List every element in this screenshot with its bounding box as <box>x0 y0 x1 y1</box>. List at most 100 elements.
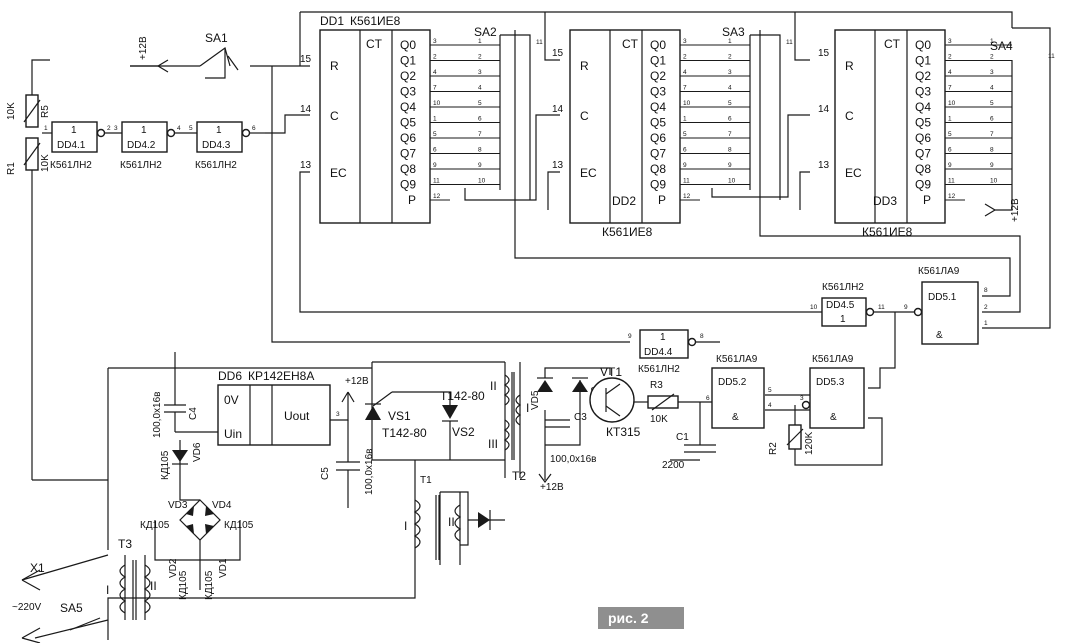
inverter-dd4-4-sym: 1 <box>660 332 666 343</box>
diode-vd5-id: VD5 <box>530 390 541 410</box>
counter-dd1-pin-3: 7 <box>433 85 437 92</box>
counter-dd3-switch-pos-8: 9 <box>990 162 994 169</box>
counter-dd1-pin-c: 14 <box>300 104 312 115</box>
counter-dd1-pin-0: 3 <box>433 38 437 45</box>
counter-dd1-switch-pos-4: 5 <box>478 100 482 107</box>
counter-dd2-out-q0: Q0 <box>650 38 666 52</box>
capacitor-c5-value: 100,0x16в <box>364 449 375 495</box>
counter-dd2-ec: EC <box>580 166 597 180</box>
diode-vd6-id: VD6 <box>192 442 203 462</box>
transformer-t1: T1 I II <box>404 475 505 560</box>
capacitor-c5-id: C5 <box>320 467 331 480</box>
counter-dd3-p-pin: 12 <box>948 193 956 200</box>
transformer-t2-w1: I <box>526 401 529 415</box>
counter-dd1-pin-5: 1 <box>433 116 437 123</box>
nand-dd5-1: DD5.1 & К561ЛА9 8 2 1 9 <box>904 266 988 345</box>
capacitor-c1: C1 2200 <box>662 432 716 471</box>
counter-dd3-pin-7: 6 <box>948 147 952 154</box>
mains-voltage: ~220V <box>12 602 42 613</box>
counter-dd2-out-q8: Q8 <box>650 162 666 176</box>
counter-dd2-switch-pos-5: 6 <box>728 116 732 123</box>
inverter-dd4-1: 1 DD4.1 К561ЛН2 1 2 <box>42 121 111 171</box>
switch-sa4: SA4 11 +12В <box>984 27 1055 222</box>
inverter-dd4-1-sym: 1 <box>71 125 77 136</box>
counter-dd3-pin-2: 4 <box>948 69 952 76</box>
counter-dd3-out-q7: Q7 <box>915 147 931 161</box>
counter-dd2-id: DD2 <box>612 194 636 208</box>
counter-dd3-pin-0: 3 <box>948 38 952 45</box>
inverter-dd4-3-id: DD4.3 <box>202 140 231 151</box>
counter-dd2-out-q5: Q5 <box>650 116 666 130</box>
counter-dd3-switch-pos-3: 4 <box>990 85 994 92</box>
diode-vd1-part: КД105 <box>204 570 215 600</box>
counter-dd1-pin-6: 5 <box>433 131 437 138</box>
counter-dd2-ct: CT <box>622 37 639 51</box>
transformer-t3-id: T3 <box>118 537 132 551</box>
counter-dd2-pin-6: 5 <box>683 131 687 138</box>
nand-dd5-2-pin-a: 5 <box>768 387 772 394</box>
counter-dd1-switch-pos-1: 2 <box>478 54 482 61</box>
counter-dd2-p: P <box>658 193 666 207</box>
switch-sa4-label: SA4 <box>990 39 1013 53</box>
inverter-dd4-5-in-pin: 10 <box>810 304 818 311</box>
nand-dd5-1-pin-a: 8 <box>984 287 988 294</box>
transistor-vt1: VT1 КТ315 <box>589 365 641 439</box>
counter-dd2-pin-0: 3 <box>683 38 687 45</box>
diode-vd4-part: КД105 <box>224 520 254 531</box>
counter-dd3-out-q6: Q6 <box>915 131 931 145</box>
counter-dd2-switch-pos-9: 10 <box>728 178 736 185</box>
switch-sa2-pin: 11 <box>536 39 543 46</box>
counter-dd1-p-pin: 12 <box>433 193 441 200</box>
counter-dd2-pin-3: 7 <box>683 85 687 92</box>
nand-dd5-1-sym: & <box>936 330 943 341</box>
transistor-vt1-part: КТ315 <box>606 425 641 439</box>
counter-dd2-switch-pos-3: 4 <box>728 85 732 92</box>
counter-dd3-out-q1: Q1 <box>915 54 931 68</box>
inverter-dd4-3-out-pin: 6 <box>252 125 256 132</box>
inverter-dd4-2-in-pin: 3 <box>114 125 118 132</box>
counter-dd1-switch-pos-0: 1 <box>478 38 482 45</box>
inverter-dd4-3-part: К561ЛН2 <box>195 160 237 171</box>
switch-sa1: SA1 +12В <box>130 31 239 79</box>
counter-dd3-switch-pos-5: 6 <box>990 116 994 123</box>
counter-dd3-switch-pos-7: 8 <box>990 147 994 154</box>
counter-dd2-switch-pos-8: 9 <box>728 162 732 169</box>
switch-sa3-pin: 11 <box>786 39 793 46</box>
switch-sa2: SA2 11 <box>474 25 543 200</box>
counter-dd2-out-q9: Q9 <box>650 178 666 192</box>
resistor-r3-value: 10K <box>650 414 668 425</box>
counter-dd2-pin-1: 2 <box>683 54 687 61</box>
counter-dd3-p: P <box>923 193 931 207</box>
figure-badge: рис. 2 <box>598 607 684 629</box>
regulator-dd6-id: DD6 <box>218 369 242 383</box>
counter-dd2-switch-pos-2: 3 <box>728 69 732 76</box>
figure-label: рис. 2 <box>608 610 649 626</box>
resistor-r1: R1 10K <box>6 137 51 175</box>
counter-dd1-out-q5: Q5 <box>400 116 416 130</box>
counter-dd3-switch-pos-1: 2 <box>990 54 994 61</box>
diode-vd6-part: КД105 <box>160 450 171 480</box>
mains-input: X1 ~220V SA5 <box>12 561 101 643</box>
counter-dd2-out-q3: Q3 <box>650 85 666 99</box>
capacitor-c4: C4 100,0x16в <box>152 388 199 438</box>
diode-vd6: КД105 VD6 <box>160 442 203 480</box>
capacitor-c1-value: 2200 <box>662 460 685 471</box>
switch-sa2-label: SA2 <box>474 25 497 39</box>
inverter-dd4-5: 1 DD4.5 К561ЛН2 10 11 <box>810 282 885 327</box>
inverter-dd4-2-sym: 1 <box>141 125 147 136</box>
counter-dd2-out-q1: Q1 <box>650 54 666 68</box>
switch-sa1-label: SA1 <box>205 31 228 45</box>
counter-dd3-out-q0: Q0 <box>915 38 931 52</box>
counter-dd2-switch-pos-7: 8 <box>728 147 732 154</box>
counter-dd2-out-q7: Q7 <box>650 147 666 161</box>
resistor-r1-id: R1 <box>6 162 17 175</box>
counter-dd3-part: К561ИЕ8 <box>862 225 913 239</box>
resistor-r5-value: 10K <box>6 102 17 120</box>
inverter-dd4-3: 1 DD4.3 К561ЛН2 5 6 <box>175 121 265 171</box>
connector-x1: X1 <box>30 561 45 575</box>
